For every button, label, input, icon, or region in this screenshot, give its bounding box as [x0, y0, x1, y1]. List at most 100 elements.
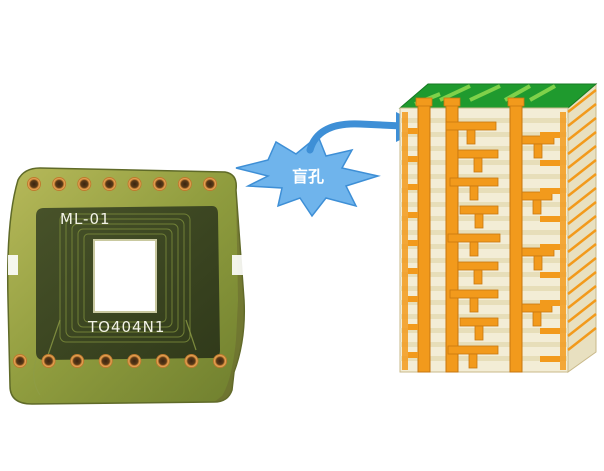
bottom-pin: [41, 354, 56, 368]
top-trace: [529, 84, 556, 102]
micro-via: [468, 353, 478, 369]
bottom-pin: [213, 354, 227, 368]
laminate-layer: [400, 342, 568, 347]
bottom-pin: [70, 354, 85, 368]
pcb-label-bottom: TO404N1: [87, 318, 165, 336]
laminate-layer: [400, 216, 568, 221]
copper-ledge: [540, 300, 560, 306]
side-copper-layer: [567, 187, 597, 211]
copper-ledge: [540, 132, 560, 138]
side-copper-layer: [567, 145, 597, 169]
blind-via-pad: [449, 289, 499, 299]
copper-ledge: [408, 352, 418, 358]
copper-ledge: [540, 160, 560, 166]
side-copper-layer: [567, 285, 597, 309]
laminate-layer: [400, 118, 568, 123]
copper-ledge: [540, 244, 560, 250]
blind-via-pad: [447, 233, 501, 243]
copper-ledge: [408, 156, 418, 162]
copper-ledge: [408, 240, 418, 246]
edge-copper: [560, 112, 566, 370]
side-copper-layer: [567, 313, 597, 337]
side-copper-layer: [567, 243, 597, 267]
top-pin: [27, 177, 41, 191]
laminate-layer: [400, 244, 568, 249]
top-pin-row: [27, 177, 217, 191]
micro-via: [474, 325, 484, 341]
edge-copper: [402, 112, 408, 370]
side-copper-layer: [567, 327, 597, 351]
pcb-cross-section: [398, 82, 598, 373]
laminate-layer: [400, 132, 568, 137]
blind-via-pad: [459, 205, 499, 215]
callout-burst: 盲孔: [235, 134, 381, 218]
bottom-pin-row: [13, 354, 227, 368]
through-hole-via: [509, 99, 523, 373]
copper-ledge: [540, 356, 560, 362]
copper-ledge: [408, 268, 418, 274]
through-hole-via: [417, 99, 431, 373]
copper-ledge: [408, 296, 418, 302]
laminate-layer: [400, 188, 568, 193]
laminate-layer: [400, 300, 568, 305]
micro-via: [473, 269, 483, 285]
side-copper-layer: [567, 257, 597, 281]
blind-via-pad: [449, 177, 499, 187]
micro-via: [532, 311, 542, 327]
side-copper-layer: [567, 159, 597, 183]
blind-via-pad: [457, 261, 499, 271]
top-pin: [203, 177, 217, 191]
side-copper-layer: [567, 89, 597, 113]
via-cap: [415, 97, 433, 107]
laminate-layer: [400, 258, 568, 263]
side-copper-layer: [567, 173, 597, 197]
via-cap: [443, 97, 461, 107]
copper-ledge: [408, 184, 418, 190]
copper-ledge: [540, 328, 560, 334]
copper-ledge: [408, 324, 418, 330]
blind-via-pad: [459, 317, 499, 327]
micro-via: [474, 213, 484, 229]
blind-via-pad: [457, 149, 499, 159]
micro-via: [533, 143, 543, 159]
bottom-pin: [98, 354, 113, 368]
copper-ledge: [540, 272, 560, 278]
top-pin: [77, 177, 92, 191]
micro-via: [473, 157, 483, 173]
copper-ledge: [540, 188, 560, 194]
laminate-layer: [400, 356, 568, 361]
pcb-label-top: ML-01: [60, 210, 111, 228]
bottom-pin: [127, 354, 142, 368]
blind-via-pad: [447, 345, 499, 355]
center-window: [93, 239, 157, 313]
laminate-layer: [400, 202, 568, 207]
laminate-layer: [400, 314, 568, 319]
pcb-board: [6, 167, 246, 405]
side-copper-layer: [567, 271, 597, 295]
top-pin: [177, 177, 192, 191]
laminate-layer: [400, 146, 568, 151]
laminate-layer: [400, 230, 568, 235]
laminate-layer: [400, 160, 568, 165]
bottom-pin: [13, 354, 27, 368]
top-pin: [102, 177, 117, 191]
side-copper-layer: [567, 229, 597, 253]
side-copper-layer: [567, 201, 597, 225]
side-copper-layer: [567, 103, 597, 127]
top-pin: [127, 177, 142, 191]
top-trace: [469, 84, 501, 102]
bottom-pin: [184, 354, 199, 368]
top-pin: [52, 177, 67, 191]
micro-via: [533, 255, 543, 271]
via-cap: [507, 97, 525, 107]
laminate-layer: [400, 174, 568, 179]
laminate-layer: [400, 286, 568, 291]
blind-via-pad: [445, 121, 497, 131]
laminate-layer: [400, 328, 568, 333]
bottom-pin: [155, 354, 170, 368]
micro-via: [469, 185, 479, 201]
side-copper-layer: [567, 299, 597, 323]
micro-via: [469, 241, 479, 257]
